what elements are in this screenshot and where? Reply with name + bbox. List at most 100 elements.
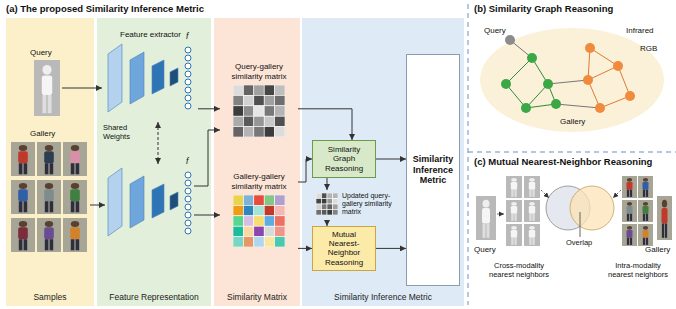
cross-image [524,224,540,246]
rgb-nodes-part [527,53,537,63]
annotation-label: Query [474,245,496,254]
matrix-cell [264,127,274,137]
intra-image [638,176,653,198]
annotation-label: Infrared [626,26,654,35]
matrix-cell [275,195,285,205]
connector [376,248,406,249]
nn-arrows-part [541,190,549,198]
annotation-label: Cross-modality nearest neighbors [482,262,556,279]
gallery-image [37,180,61,214]
matrix-cell [333,204,339,210]
similarity-matrix: Gallery-gallery similarity matrix [220,172,298,250]
annotation-label: Gallery [645,245,670,254]
matrix-cell [264,95,274,105]
intra-image [622,224,637,246]
matrix-cell [233,95,243,105]
rgb-nodes [501,53,561,113]
matrix-cell [254,205,264,215]
matrix-cell [275,106,285,116]
cross-image [506,224,522,246]
annotation-label: Gallery [560,117,585,126]
gallery-image [657,196,672,240]
annotation-label: Query [30,48,52,57]
cnn-layer [152,184,164,218]
matrix-cell [233,195,243,205]
matrix-cell [264,106,274,116]
divider [468,4,469,305]
connector [327,178,328,190]
result-box: Similarity Inference Metric [406,54,460,286]
infrared-nodes-part [583,75,593,85]
matrix-cell [333,210,339,216]
flow-arrow [62,88,102,89]
matrix-cell [243,106,253,116]
matrix-cell [233,205,243,215]
matrix-cell [233,216,243,226]
cnn-layer [108,44,122,112]
cnn-layer [130,176,144,228]
matrix-cell [275,226,285,236]
nn-arrows-part [613,190,621,198]
process-box: Mutual Nearest-Neighbor Reasoning [312,226,376,271]
query-image [34,60,60,116]
node-label: Feature extractor [103,30,198,40]
rgb-nodes-part [551,99,561,109]
intra-image [622,176,637,198]
gallery-image [63,218,87,252]
node-label: Updated query-gallery similarity matrix [342,190,404,216]
query-gallery-matrix [233,85,285,137]
rgb-nodes-part [543,79,553,89]
matrix-cell [233,106,243,116]
matrix-cell [243,95,253,105]
matrix-cell [327,193,333,199]
matrix-cell [254,116,264,126]
flow-arrow [90,205,105,206]
matrix-cell [254,195,264,205]
matrix-cell [243,216,253,226]
matrix-cell [254,237,264,247]
panel-title: (b) Similarity Graph Reasoning [474,4,613,15]
venn-circle [570,186,614,230]
similarity-matrix: Query-gallery similarity matrix [220,62,298,140]
cnn-layer [130,52,144,104]
gallery-image [11,142,35,176]
matrix-cell [264,237,274,247]
column-band: Similarity Inference MetricSimilarity Gr… [302,18,464,306]
matrix-cell [233,116,243,126]
matrix-cell [254,216,264,226]
matrix-cell [322,193,328,199]
matrix-cell [254,127,264,137]
infrared-nodes [583,43,635,113]
cnn-layer [170,192,178,210]
gallery-image [37,218,61,252]
feature-vector [185,172,191,234]
matrix-cell [333,199,339,205]
gallery-region [480,28,664,132]
graph-edge [548,80,600,108]
nn-arrows [497,190,621,237]
leader-line [580,212,581,237]
cross-image [506,176,522,198]
matrix-cell [243,127,253,137]
column-band: Similarity Matrix Query-gallery similarit… [214,18,300,306]
matrix-cell [316,204,322,210]
gallery-gallery-matrix [233,195,285,247]
matrix-cell [254,106,264,116]
connector [298,159,312,182]
feature-extractor: Feature extractor [103,30,198,118]
matrix-cell [275,237,285,247]
matrix-cell [322,204,328,210]
node-label: Gallery-gallery similarity matrix [220,172,298,192]
matrix-cell [275,95,285,105]
intra-image [638,200,653,222]
annotation-label: Gallery [30,129,55,138]
mutual-nn-illustration [476,176,672,246]
cnn-layer [108,168,122,236]
column-label: Samples [33,292,66,302]
graph-edges [506,40,630,108]
connector [298,248,312,249]
connector [376,159,406,160]
column-label: Similarity Matrix [227,292,287,302]
gallery-image [11,180,35,214]
infrared-nodes-part [595,103,605,113]
